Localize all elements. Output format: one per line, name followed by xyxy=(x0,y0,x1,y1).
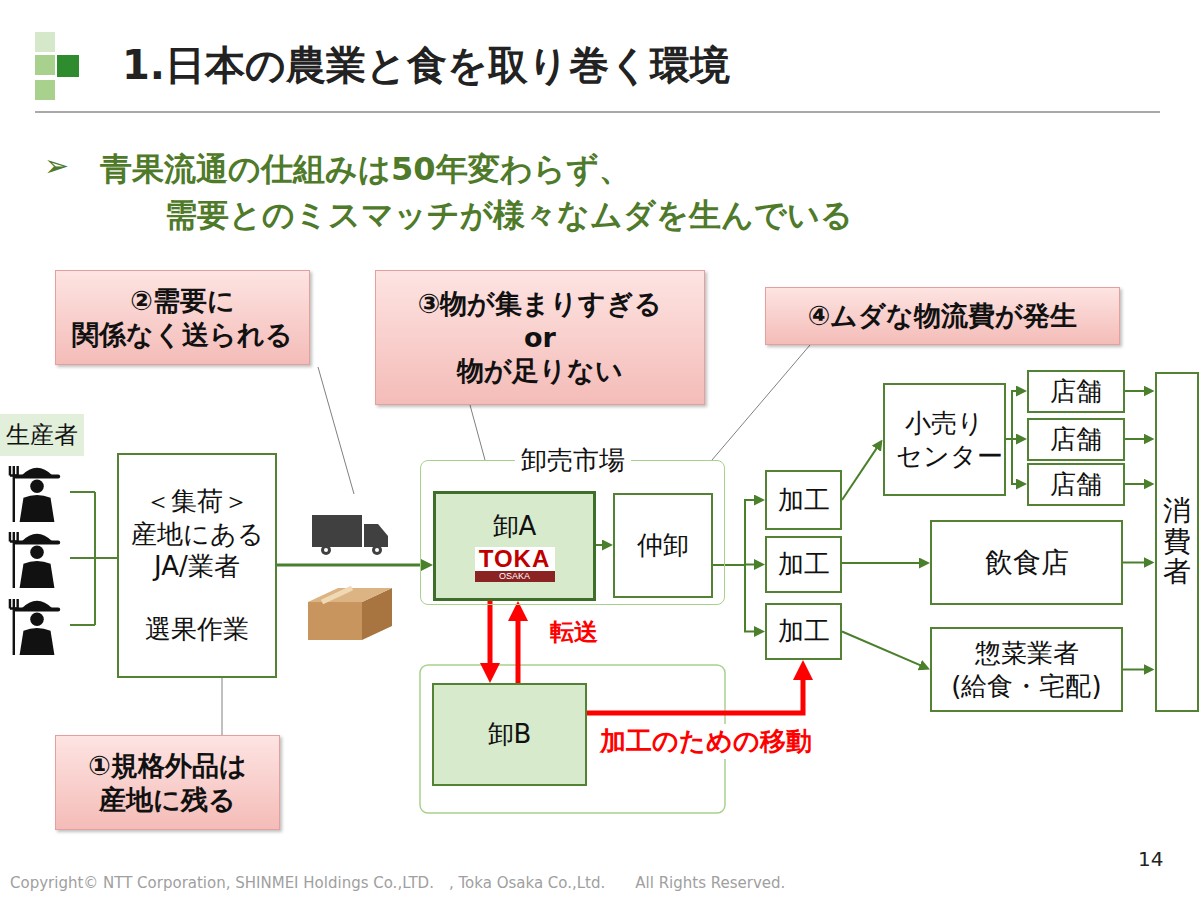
leader-line xyxy=(470,405,485,460)
title-squares xyxy=(35,55,55,75)
node-text: 加工 xyxy=(778,484,830,517)
node-text: 生産者 xyxy=(6,420,78,450)
truck-icon xyxy=(321,545,331,555)
farmer-icon xyxy=(10,599,60,655)
store-box: 店舗 xyxy=(1027,418,1125,461)
flow-arrow xyxy=(1006,391,1020,439)
flow-arrow xyxy=(516,615,521,683)
node-text: 卸A xyxy=(493,510,537,543)
edge-label: 加工のための移動 xyxy=(598,724,814,759)
flow-arrow xyxy=(842,446,878,500)
flow-arrow xyxy=(277,564,424,567)
producer-tag: 生産者 xyxy=(0,414,84,456)
truck-icon xyxy=(324,548,328,552)
node-text: 店舗 xyxy=(1050,423,1102,456)
leader-line xyxy=(222,678,223,735)
node-text: 消費者 xyxy=(1163,496,1191,588)
subtitle: 青果流通の仕組みは50年変わらず、 需要とのミスマッチが様々なムダを生んでいる xyxy=(100,146,985,238)
cardboard-box xyxy=(322,588,352,602)
logo-text: TOKA xyxy=(475,547,555,571)
market-group: 卸売市場卸ATOKAOSAKA仲卸 xyxy=(420,460,725,605)
bullet-mark: ➢ xyxy=(44,148,69,183)
process-box: 加工 xyxy=(765,470,842,530)
consumer-box: 消費者 xyxy=(1155,372,1199,712)
node-text: 小売り センター xyxy=(896,407,992,472)
flow-arrow xyxy=(1125,438,1147,440)
flow-arrow xyxy=(1123,669,1147,671)
gather-bracket xyxy=(70,492,117,625)
copyright: Copyright© NTT Corporation, SHINMEI Hold… xyxy=(10,874,785,893)
wholesaler-box: 卸A TOKAOSAKA xyxy=(433,491,596,601)
node-text: 選果作業 xyxy=(145,613,249,646)
node-text: ①規格外品は 産地に残る xyxy=(65,749,270,817)
farmer-icon xyxy=(10,466,60,655)
flow-arrow xyxy=(842,562,922,564)
node-text: ③物が集まりすぎる or 物が足りない xyxy=(385,287,695,388)
flow-arrow xyxy=(713,500,757,565)
flow-arrow xyxy=(1125,483,1147,485)
title-squares xyxy=(35,32,55,52)
deli-box: 惣菜業者 (給食・宅配) xyxy=(930,627,1123,712)
cardboard-box xyxy=(308,602,362,640)
node-text: 店舗 xyxy=(1050,375,1102,408)
callout-box: ④ムダな物流費が発生 xyxy=(765,287,1120,345)
truck-icon xyxy=(312,515,388,555)
cardboard-box xyxy=(308,588,392,602)
callout-box: ①規格外品は 産地に残る xyxy=(55,735,280,830)
title-rule xyxy=(35,111,1160,113)
middle-wholesaler-box: 仲卸 xyxy=(613,493,713,598)
flow-arrow xyxy=(1125,390,1147,392)
leader-line xyxy=(318,367,354,494)
flow-arrow xyxy=(587,674,803,713)
node-text: 卸売市場 xyxy=(515,444,631,477)
title-squares xyxy=(35,32,79,100)
callout-box: ③物が集まりすぎる or 物が足りない xyxy=(375,270,705,405)
title-squares xyxy=(35,80,55,100)
node-text: 惣菜業者 (給食・宅配) xyxy=(938,637,1115,702)
flow-arrow xyxy=(1123,562,1147,564)
node-text: 卸B xyxy=(488,718,532,751)
process-box: 加工 xyxy=(765,536,842,593)
farmer-icon xyxy=(10,466,60,522)
title-squares xyxy=(57,55,79,77)
truck-icon xyxy=(312,515,362,547)
flow-arrow xyxy=(1006,439,1020,484)
node-text: ④ムダな物流費が発生 xyxy=(808,299,1078,333)
flow-arrow xyxy=(842,632,923,667)
cardboard-box xyxy=(308,588,392,640)
callout-box: ②需要に 関係なく送られる xyxy=(55,270,310,365)
leader-line xyxy=(712,345,810,460)
node-text: 加工 xyxy=(778,615,830,648)
logo-text: OSAKA xyxy=(475,571,555,582)
store-box: 店舗 xyxy=(1027,370,1125,413)
node-text: ＜集荷＞ 産地にある JA/業者 xyxy=(125,485,269,583)
restaurant-box: 飲食店 xyxy=(930,520,1123,605)
truck-icon xyxy=(372,545,382,555)
farmer-icon xyxy=(10,532,60,588)
retail-center-box: 小売り センター xyxy=(883,383,1006,496)
slide-title: 1.日本の農業と食を取り巻く環境 xyxy=(122,38,730,93)
wholesaler-box: 卸B xyxy=(432,683,587,786)
flow-arrow xyxy=(488,601,493,669)
page-number: 14 xyxy=(1138,847,1163,871)
process-box: 加工 xyxy=(765,603,842,660)
truck-icon xyxy=(375,548,379,552)
node-text: ②需要に 関係なく送られる xyxy=(65,284,300,352)
collection-box: ＜集荷＞ 産地にある JA/業者選果作業 xyxy=(117,453,277,678)
node-text: 仲卸 xyxy=(637,529,689,562)
node-text: 店舗 xyxy=(1050,468,1102,501)
flow-arrow xyxy=(596,544,605,546)
node-text: 加工 xyxy=(778,548,830,581)
store-box: 店舗 xyxy=(1027,463,1125,506)
edge-label: 転送 xyxy=(548,616,600,648)
flow-arrow xyxy=(713,565,757,632)
truck-icon xyxy=(364,524,388,547)
node-text: 飲食店 xyxy=(985,545,1069,580)
